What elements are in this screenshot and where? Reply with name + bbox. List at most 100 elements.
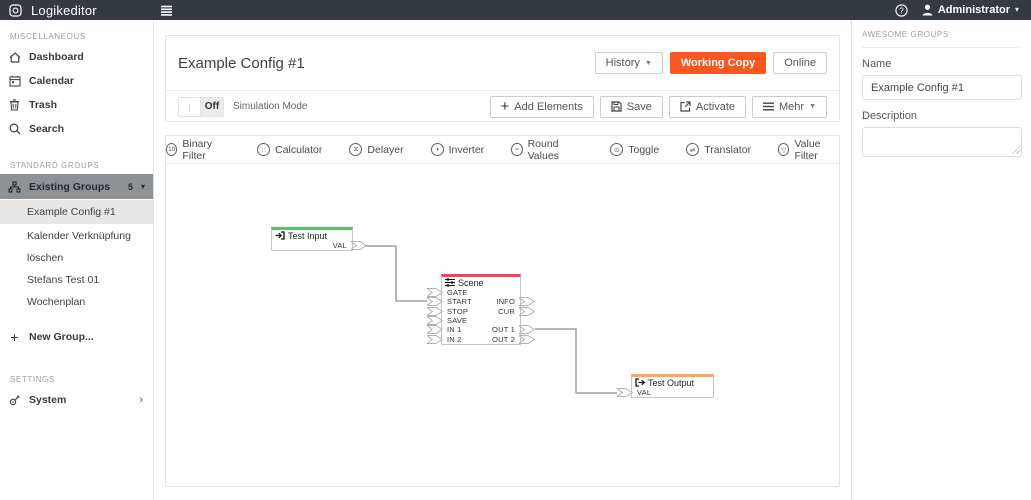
input-port-save[interactable] (427, 316, 443, 326)
group-item-loeschen[interactable]: löschen (27, 252, 64, 264)
round-values-icon: ≈ (511, 143, 523, 156)
sidebar-item-system[interactable]: System › (0, 388, 153, 412)
sidebar: MISCELLANEOUS Dashboard Calendar Trash S… (0, 20, 154, 500)
simulation-toggle[interactable]: | Off (178, 96, 224, 117)
save-button[interactable]: Save (599, 95, 663, 118)
input-port-in2[interactable] (427, 334, 443, 344)
description-field[interactable] (862, 127, 1022, 157)
delayer-icon: ⧖ (349, 143, 363, 156)
palette-item-calculator[interactable]: ∷ Calculator (257, 143, 322, 156)
sidebar-item-trash[interactable]: Trash (0, 93, 153, 117)
output-port-out2[interactable] (519, 334, 535, 344)
input-port-start[interactable] (427, 297, 443, 307)
online-button[interactable]: Online (773, 52, 827, 74)
add-elements-button[interactable]: + Add Elements (489, 95, 594, 118)
sidebar-item-existing-groups[interactable]: Existing Groups 5 ▾ (0, 174, 153, 199)
value-filter-icon: ▽ (778, 143, 790, 156)
calculator-icon: ∷ (257, 143, 271, 156)
chevron-down-icon: ▾ (1014, 5, 1019, 14)
menu-icon (763, 102, 774, 111)
sidebar-item-label: Search (29, 123, 65, 135)
working-copy-button[interactable]: Working Copy (669, 52, 767, 74)
sidebar-item-calendar[interactable]: Calendar (0, 69, 153, 93)
group-item-stefans-test[interactable]: Stefans Test 01 (27, 274, 100, 286)
name-field[interactable] (862, 75, 1022, 100)
node-title: Test Input (288, 230, 328, 241)
binary-filter-icon: 10 (166, 143, 178, 156)
wire-testinput-to-scene[interactable] (362, 245, 427, 302)
svg-text:?: ? (899, 6, 904, 15)
hamburger-menu-icon[interactable] (160, 5, 173, 16)
user-menu[interactable]: Administrator ▾ (922, 4, 1019, 16)
person-icon (922, 4, 933, 16)
logic-canvas-card: 10 Binary Filter ∷ Calculator ⧖ Delayer … (165, 135, 840, 487)
sidebar-heading-standard-groups: STANDARD GROUPS (10, 161, 100, 170)
activate-button[interactable]: Activate (668, 95, 746, 118)
app-logo-icon (8, 3, 22, 17)
port-label-start: START (447, 297, 472, 307)
port-label-val: VAL (332, 241, 347, 251)
output-port-cur[interactable] (519, 306, 535, 316)
sidebar-item-label: Trash (29, 99, 58, 111)
node-test-output[interactable]: Test Output VAL (617, 374, 714, 399)
plus-icon: + (500, 98, 510, 115)
translator-icon: ⇄ (686, 143, 700, 156)
input-port-stop[interactable] (427, 306, 443, 316)
palette-item-translator[interactable]: ⇄ Translator (686, 143, 751, 156)
node-test-input[interactable]: Test Input VAL (271, 227, 367, 252)
element-palette: 10 Binary Filter ∷ Calculator ⧖ Delayer … (166, 136, 839, 164)
palette-item-inverter[interactable]: ◑ Inverter (430, 143, 484, 156)
sidebar-item-label: Dashboard (29, 51, 84, 63)
palette-item-delayer[interactable]: ⧖ Delayer (349, 143, 404, 156)
help-icon[interactable]: ? (895, 3, 908, 17)
port-label-info: INFO (496, 297, 515, 307)
properties-panel: AWESOME GROUPS Name Description (851, 20, 1031, 500)
input-port-in1[interactable] (427, 325, 443, 335)
plus-icon: + (10, 329, 19, 345)
tune-icon (445, 278, 455, 287)
sidebar-item-label: System (29, 394, 67, 406)
save-icon (611, 101, 622, 112)
description-label: Description (862, 110, 918, 122)
app-title: Logikeditor (31, 2, 97, 18)
logic-canvas[interactable]: Test Input VAL Scene GATE (166, 164, 839, 486)
output-port-val[interactable] (351, 241, 367, 251)
wire-scene-to-testoutput[interactable] (535, 328, 617, 394)
port-label-val: VAL (637, 388, 652, 398)
sidebar-item-search[interactable]: Search (0, 117, 153, 141)
sidebar-item-new-group[interactable]: + New Group... (0, 325, 153, 349)
palette-item-round-values[interactable]: ≈ Round Values (511, 138, 583, 162)
sidebar-item-dashboard[interactable]: Dashboard (0, 45, 153, 69)
output-port-out1[interactable] (519, 325, 535, 335)
search-icon (8, 123, 21, 136)
node-title: Scene (458, 277, 484, 288)
node-scene[interactable]: Scene GATE START INFO STOP CUR (427, 274, 535, 345)
group-item-kalender[interactable]: Kalender Verknüpfung (27, 230, 131, 242)
history-button[interactable]: History▼ (594, 52, 663, 74)
gear-icon (8, 394, 21, 407)
page-title: Example Config #1 (178, 54, 305, 72)
port-label-gate: GATE (447, 288, 468, 298)
palette-item-binary-filter[interactable]: 10 Binary Filter (166, 138, 230, 162)
sitemap-icon (8, 180, 21, 193)
sidebar-heading-miscellaneous: MISCELLANEOUS (10, 32, 86, 41)
app-header: Logikeditor ? Administrator ▾ (0, 0, 1031, 20)
node-title: Test Output (648, 377, 695, 388)
palette-item-value-filter[interactable]: ▽ Value Filter (778, 138, 839, 162)
input-port-val[interactable] (617, 388, 633, 398)
mehr-button[interactable]: Mehr▼ (752, 95, 827, 118)
palette-item-toggle[interactable]: ⊙ Toggle (610, 143, 659, 156)
input-port-gate[interactable] (427, 288, 443, 298)
group-count-badge: 5 (127, 181, 133, 192)
sidebar-item-label: New Group... (29, 331, 94, 343)
port-label-out2: OUT 2 (492, 334, 515, 344)
sidebar-heading-settings: SETTINGS (10, 375, 55, 384)
toggle-state-label: Off (201, 97, 223, 116)
toggle-icon: ⊙ (610, 143, 624, 156)
group-item-example-config[interactable]: Example Config #1 (0, 200, 153, 224)
chevron-right-icon: › (139, 394, 143, 406)
group-item-wochenplan[interactable]: Wochenplan (27, 296, 86, 308)
main-content: Example Config #1 History▼ Working Copy … (154, 20, 851, 500)
sidebar-item-label: Calendar (29, 75, 74, 87)
output-port-info[interactable] (519, 297, 535, 307)
